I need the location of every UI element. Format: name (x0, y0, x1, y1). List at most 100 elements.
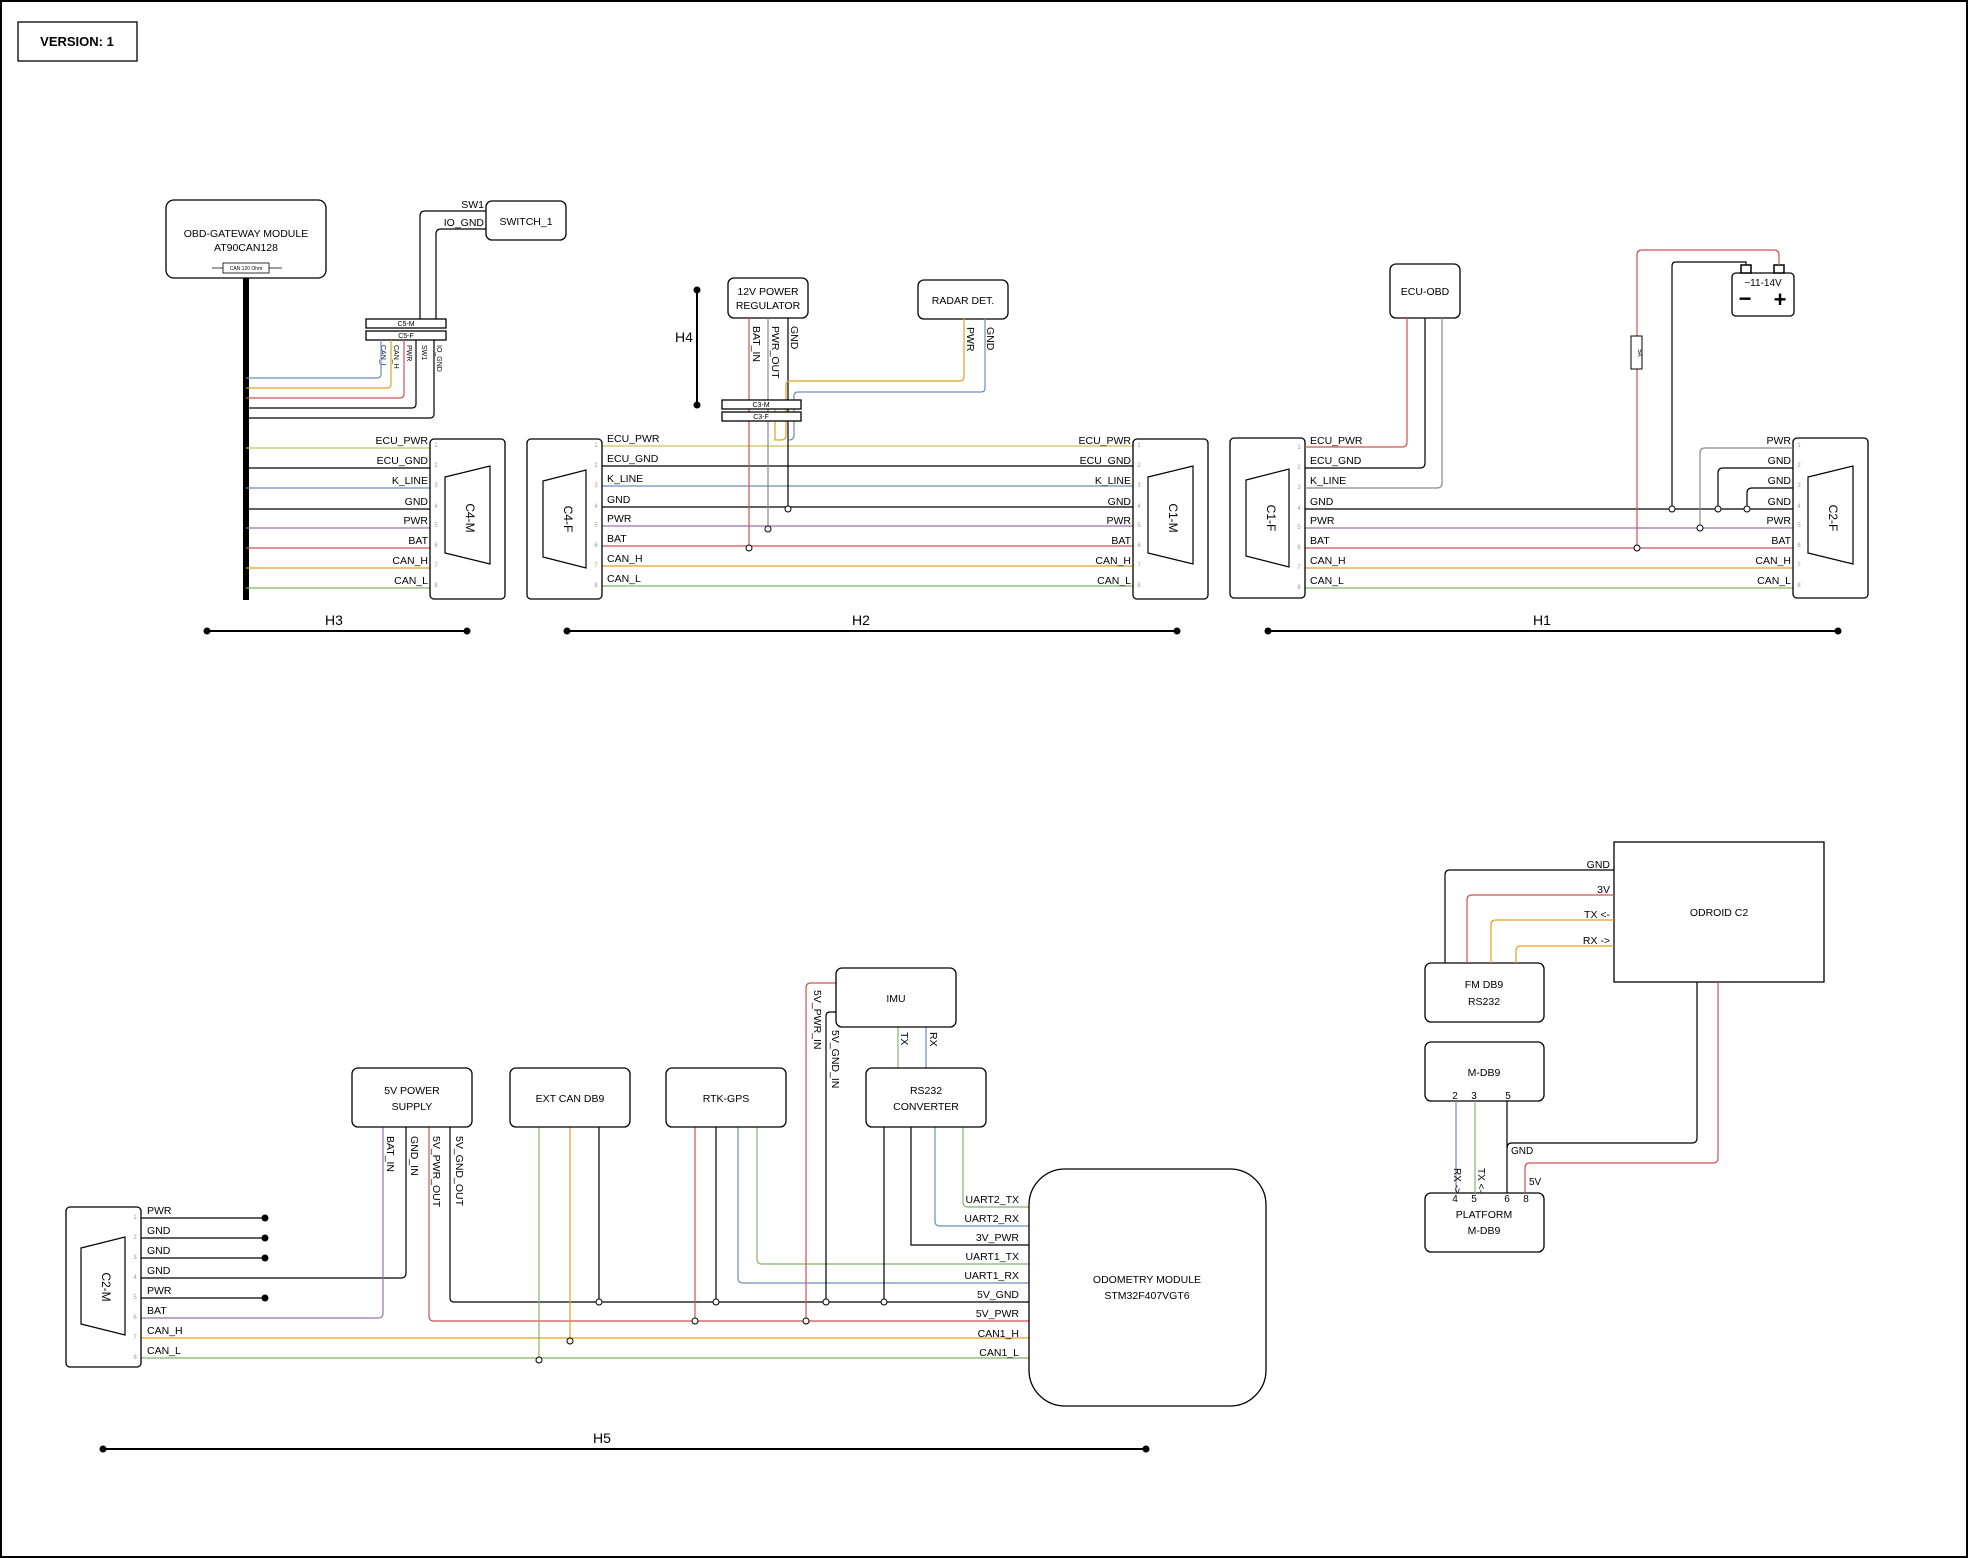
m-db9 (1424, 1041, 1545, 1102)
wire-c5-pwr (246, 340, 405, 399)
c5-pin-sw1: SW1 (420, 345, 427, 360)
c5m-connector (365, 318, 447, 329)
h4-label: H4 (675, 329, 693, 345)
c2f-label: C2-F (1826, 505, 1840, 532)
wire-imu-gnd (825, 1011, 836, 1302)
c2f-pin-label: GND (1768, 496, 1792, 508)
c3f-connector (721, 411, 802, 422)
ps5v-title: 5V POWER (384, 1085, 440, 1097)
wire-c5-can-h (246, 340, 392, 389)
wire-ecu-obd-kline (1305, 318, 1443, 489)
wire-odroid-3v (1466, 894, 1614, 963)
wire-odroid-rx (1515, 945, 1614, 963)
c2m-pin-number: 2 (133, 1235, 137, 1241)
ps5v-pin-bat-in: BAT_IN (384, 1136, 396, 1172)
wire-c2m-gnd-ps (141, 1127, 407, 1279)
h1-dimension (1264, 627, 1842, 635)
c2m-pin-number: 1 (133, 1215, 137, 1221)
junction-dot (566, 1337, 574, 1345)
junction-dot (1714, 505, 1722, 513)
c5-pin-can-l: CAN_L (379, 345, 386, 368)
wire-c2m-bat-ps (141, 1127, 384, 1319)
radar-pin-gnd: GND (984, 327, 996, 351)
wire-odroid-5v-platform (1524, 982, 1719, 1193)
c2m-pin-label: PWR (147, 1205, 172, 1217)
c1m-pin-number: 2 (1137, 463, 1141, 469)
c2m-pin-number: 8 (133, 1355, 137, 1361)
c1f-pin-number: 5 (1297, 525, 1301, 531)
junction-dot (261, 1294, 269, 1302)
odometry-chip: STM32F407VGT6 (1104, 1290, 1189, 1302)
junction-dot (802, 1317, 810, 1325)
c5f-label: C5-F (398, 333, 414, 340)
wire-c5-sw1 (246, 340, 417, 409)
switch-1 (485, 200, 567, 241)
junction-dot (535, 1356, 543, 1364)
junction-dot (1743, 505, 1751, 513)
junction-dot (822, 1298, 830, 1306)
can-termination-label: CAN 120 Ohm (230, 266, 263, 272)
c4m-pin-number: 2 (434, 463, 438, 469)
c2m-pin-label: PWR (147, 1285, 172, 1297)
odroid-pin-tx: TX <- (1584, 909, 1610, 921)
wire-c2f-pwr-link (1699, 447, 1793, 528)
c4f-pin-number: 8 (594, 583, 598, 589)
c4m-pin-label: CAN_L (394, 575, 428, 587)
c1m-pin-label: CAN_H (1095, 555, 1131, 567)
odroid-pin-gnd: GND (1587, 859, 1611, 871)
c1m-pin-label: ECU_PWR (1078, 435, 1131, 447)
c1f-pin-number: 3 (1297, 485, 1301, 491)
junction-dot (784, 505, 792, 513)
odometry-title: ODOMETRY MODULE (1093, 1274, 1201, 1286)
c4m-pin-number: 4 (434, 504, 438, 510)
wire-c2f-gnd-3 (1746, 487, 1793, 509)
c4m-pin-number: 3 (434, 483, 438, 489)
platform-sig-tx: TX <- (1475, 1168, 1486, 1193)
wire-c2f-gnd-2 (1717, 467, 1793, 509)
c2m-pin-label: GND (147, 1225, 171, 1237)
wire-sw1 (419, 210, 486, 319)
c1m-pin-number: 3 (1137, 483, 1141, 489)
c4m-pin-number: 1 (434, 443, 438, 449)
ext-can-db9 (509, 1067, 631, 1128)
c2m-pin-label: BAT (147, 1305, 167, 1317)
c4f-label: C4-F (561, 506, 575, 533)
platform-pin-8: 8 (1523, 1194, 1529, 1205)
imu-pin-tx: TX (898, 1032, 910, 1045)
c1f-pin-number: 2 (1297, 465, 1301, 471)
imu-label: IMU (886, 993, 905, 1005)
c2f-pin-label: PWR (1767, 515, 1792, 527)
c4m-pin-label: ECU_GND (377, 455, 429, 467)
battery-minus-icon: − (1739, 286, 1752, 311)
fm-db9 (1424, 962, 1545, 1023)
c2m-pin-number: 3 (133, 1255, 137, 1261)
c1f-pin-label: ECU_PWR (1310, 435, 1363, 447)
junction-dot (691, 1317, 699, 1325)
wire-imu-pwr (805, 982, 836, 1321)
junction-dot (261, 1214, 269, 1222)
c2f-pin-number: 1 (1797, 443, 1801, 449)
c4f-pin-number: 5 (594, 523, 598, 529)
can-termination-resistor (222, 262, 270, 274)
c2f-pin-number: 5 (1797, 523, 1801, 529)
c2f-pin-number: 4 (1797, 504, 1801, 510)
c1f-pin-number: 8 (1297, 585, 1301, 591)
obd-gateway-chip: AT90CAN128 (214, 242, 278, 254)
c2f-pin-number: 6 (1797, 543, 1801, 549)
c2m-pin-label: CAN_L (147, 1345, 181, 1357)
c3m-connector (721, 399, 802, 410)
c4m-pin-label: K_LINE (392, 475, 428, 487)
c1f-pin-label: GND (1310, 496, 1334, 508)
ext-can-label: EXT CAN DB9 (536, 1093, 605, 1105)
rs232-converter (865, 1067, 987, 1128)
c2f-dsub-shell (1807, 465, 1854, 565)
odometry-pin-label: UART2_RX (964, 1213, 1019, 1225)
wire-battery-plus (1636, 249, 1780, 548)
c4m-pin-label: CAN_H (392, 555, 428, 567)
c1f-pin-label: BAT (1310, 535, 1330, 547)
c4f-pin-label: GND (607, 494, 631, 506)
wire-uart2-rx (934, 1127, 1029, 1227)
platform-m-db9 (1424, 1192, 1545, 1253)
platform-sig-5v: 5V (1529, 1177, 1542, 1188)
